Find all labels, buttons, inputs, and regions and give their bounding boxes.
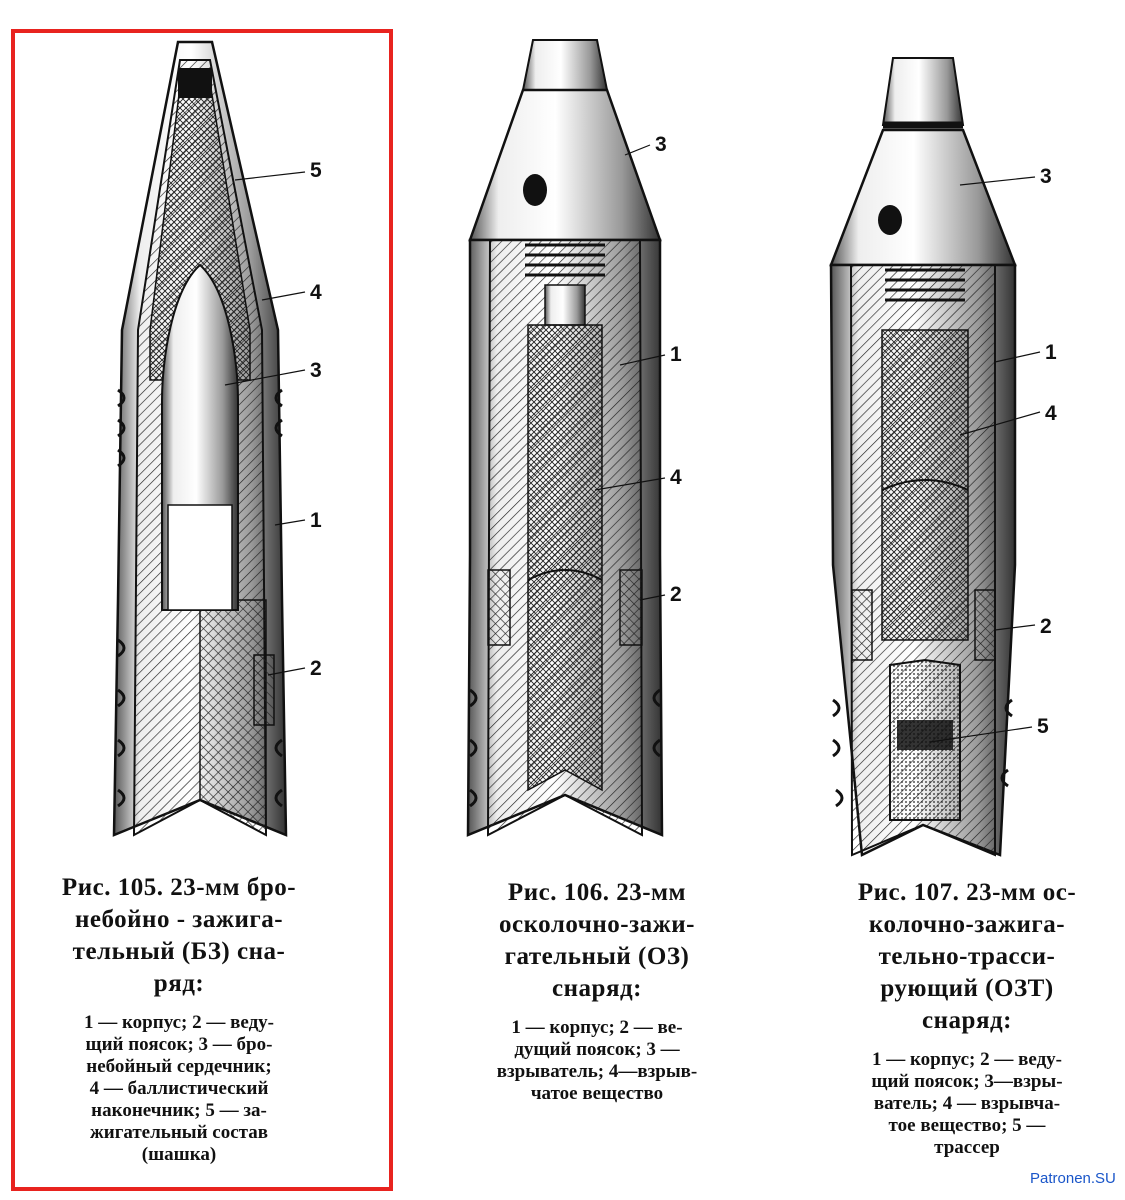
callout-106-4: 4	[670, 466, 682, 489]
shell-107	[829, 57, 1041, 857]
legend-line: 1 — корпус; 2 — веду-	[83, 1012, 275, 1033]
callout-105-3: 3	[310, 359, 322, 382]
legend-line: щий поясок; 3—взры-	[871, 1071, 1063, 1092]
callout-105-2: 2	[310, 657, 322, 680]
caption-line: осколочно-зажи-	[499, 911, 695, 938]
caption-line: тельный (БЗ) сна-	[72, 938, 286, 965]
legend-line: небойный сердечник;	[86, 1056, 272, 1077]
legend-line: ватель; 4 — взрывча-	[873, 1093, 1061, 1114]
watermark[interactable]: Patronen.SU	[1030, 1170, 1116, 1187]
caption-106-legend: 1 — корпус; 2 — ве- дущий поясок; 3 — вз…	[452, 1017, 742, 1105]
caption-105-legend: 1 — корпус; 2 — веду- щий поясок; 3 — бр…	[33, 1012, 325, 1166]
legend-line: трассер	[934, 1137, 1000, 1158]
callout-107-3: 3	[1040, 165, 1052, 188]
caption-105-title: Рис. 105. 23-мм бро- небойно - зажига- т…	[33, 872, 325, 1000]
shell-106	[466, 39, 666, 837]
legend-line: наконечник; 5 — за-	[91, 1100, 267, 1121]
caption-line: Рис. 105. 23-мм бро-	[61, 874, 297, 901]
caption-line: небойно - зажига-	[74, 906, 284, 933]
legend-line: взрыватель; 4—взрыв-	[496, 1061, 698, 1082]
legend-line: 4 — баллистический	[89, 1078, 269, 1099]
caption-106-title: Рис. 106. 23-мм осколочно-зажи- гательны…	[452, 877, 742, 1005]
caption-107-title: Рис. 107. 23-мм ос- колочно-зажига- тель…	[822, 877, 1112, 1037]
caption-line: тельно-трасси-	[878, 943, 1056, 970]
callout-106-2: 2	[670, 583, 682, 606]
caption-105: Рис. 105. 23-мм бро- небойно - зажига- т…	[33, 872, 325, 1166]
callout-105-4: 4	[310, 281, 322, 304]
legend-line: тое вещество; 5 —	[888, 1115, 1046, 1136]
caption-line: снаряд:	[922, 1007, 1012, 1034]
callout-105-1: 1	[310, 509, 322, 532]
caption-line: гательный (ОЗ)	[504, 943, 690, 970]
callout-105-5: 5	[310, 159, 322, 182]
legend-line: дущий поясок; 3 —	[514, 1039, 680, 1060]
legend-line: чатое вещество	[530, 1083, 664, 1104]
caption-line: Рис. 107. 23-мм ос-	[857, 879, 1077, 906]
callout-107-1: 1	[1045, 341, 1057, 364]
caption-107: Рис. 107. 23-мм ос- колочно-зажига- тель…	[822, 877, 1112, 1159]
legend-line: жигательный состав	[89, 1122, 268, 1143]
legend-line: 1 — корпус; 2 — веду-	[871, 1049, 1063, 1070]
callout-106-1: 1	[670, 343, 682, 366]
callout-107-4: 4	[1045, 402, 1057, 425]
legend-line: (шашка)	[141, 1144, 217, 1165]
caption-line: Рис. 106. 23-мм	[507, 879, 687, 906]
shell-105	[112, 40, 306, 837]
caption-line: рующий (ОЗТ)	[880, 975, 1054, 1002]
callout-107-2: 2	[1040, 615, 1052, 638]
callout-106-3: 3	[655, 133, 667, 156]
caption-line: снаряд:	[552, 975, 642, 1002]
caption-line: ряд:	[153, 970, 205, 997]
caption-107-legend: 1 — корпус; 2 — веду- щий поясок; 3—взры…	[822, 1049, 1112, 1159]
highlight-frame	[11, 29, 393, 1191]
legend-line: 1 — корпус; 2 — ве-	[511, 1017, 683, 1038]
callout-107-5: 5	[1037, 715, 1049, 738]
legend-line: щий поясок; 3 — бро-	[85, 1034, 273, 1055]
caption-line: колочно-зажига-	[868, 911, 1066, 938]
caption-106: Рис. 106. 23-мм осколочно-зажи- гательны…	[452, 877, 742, 1105]
